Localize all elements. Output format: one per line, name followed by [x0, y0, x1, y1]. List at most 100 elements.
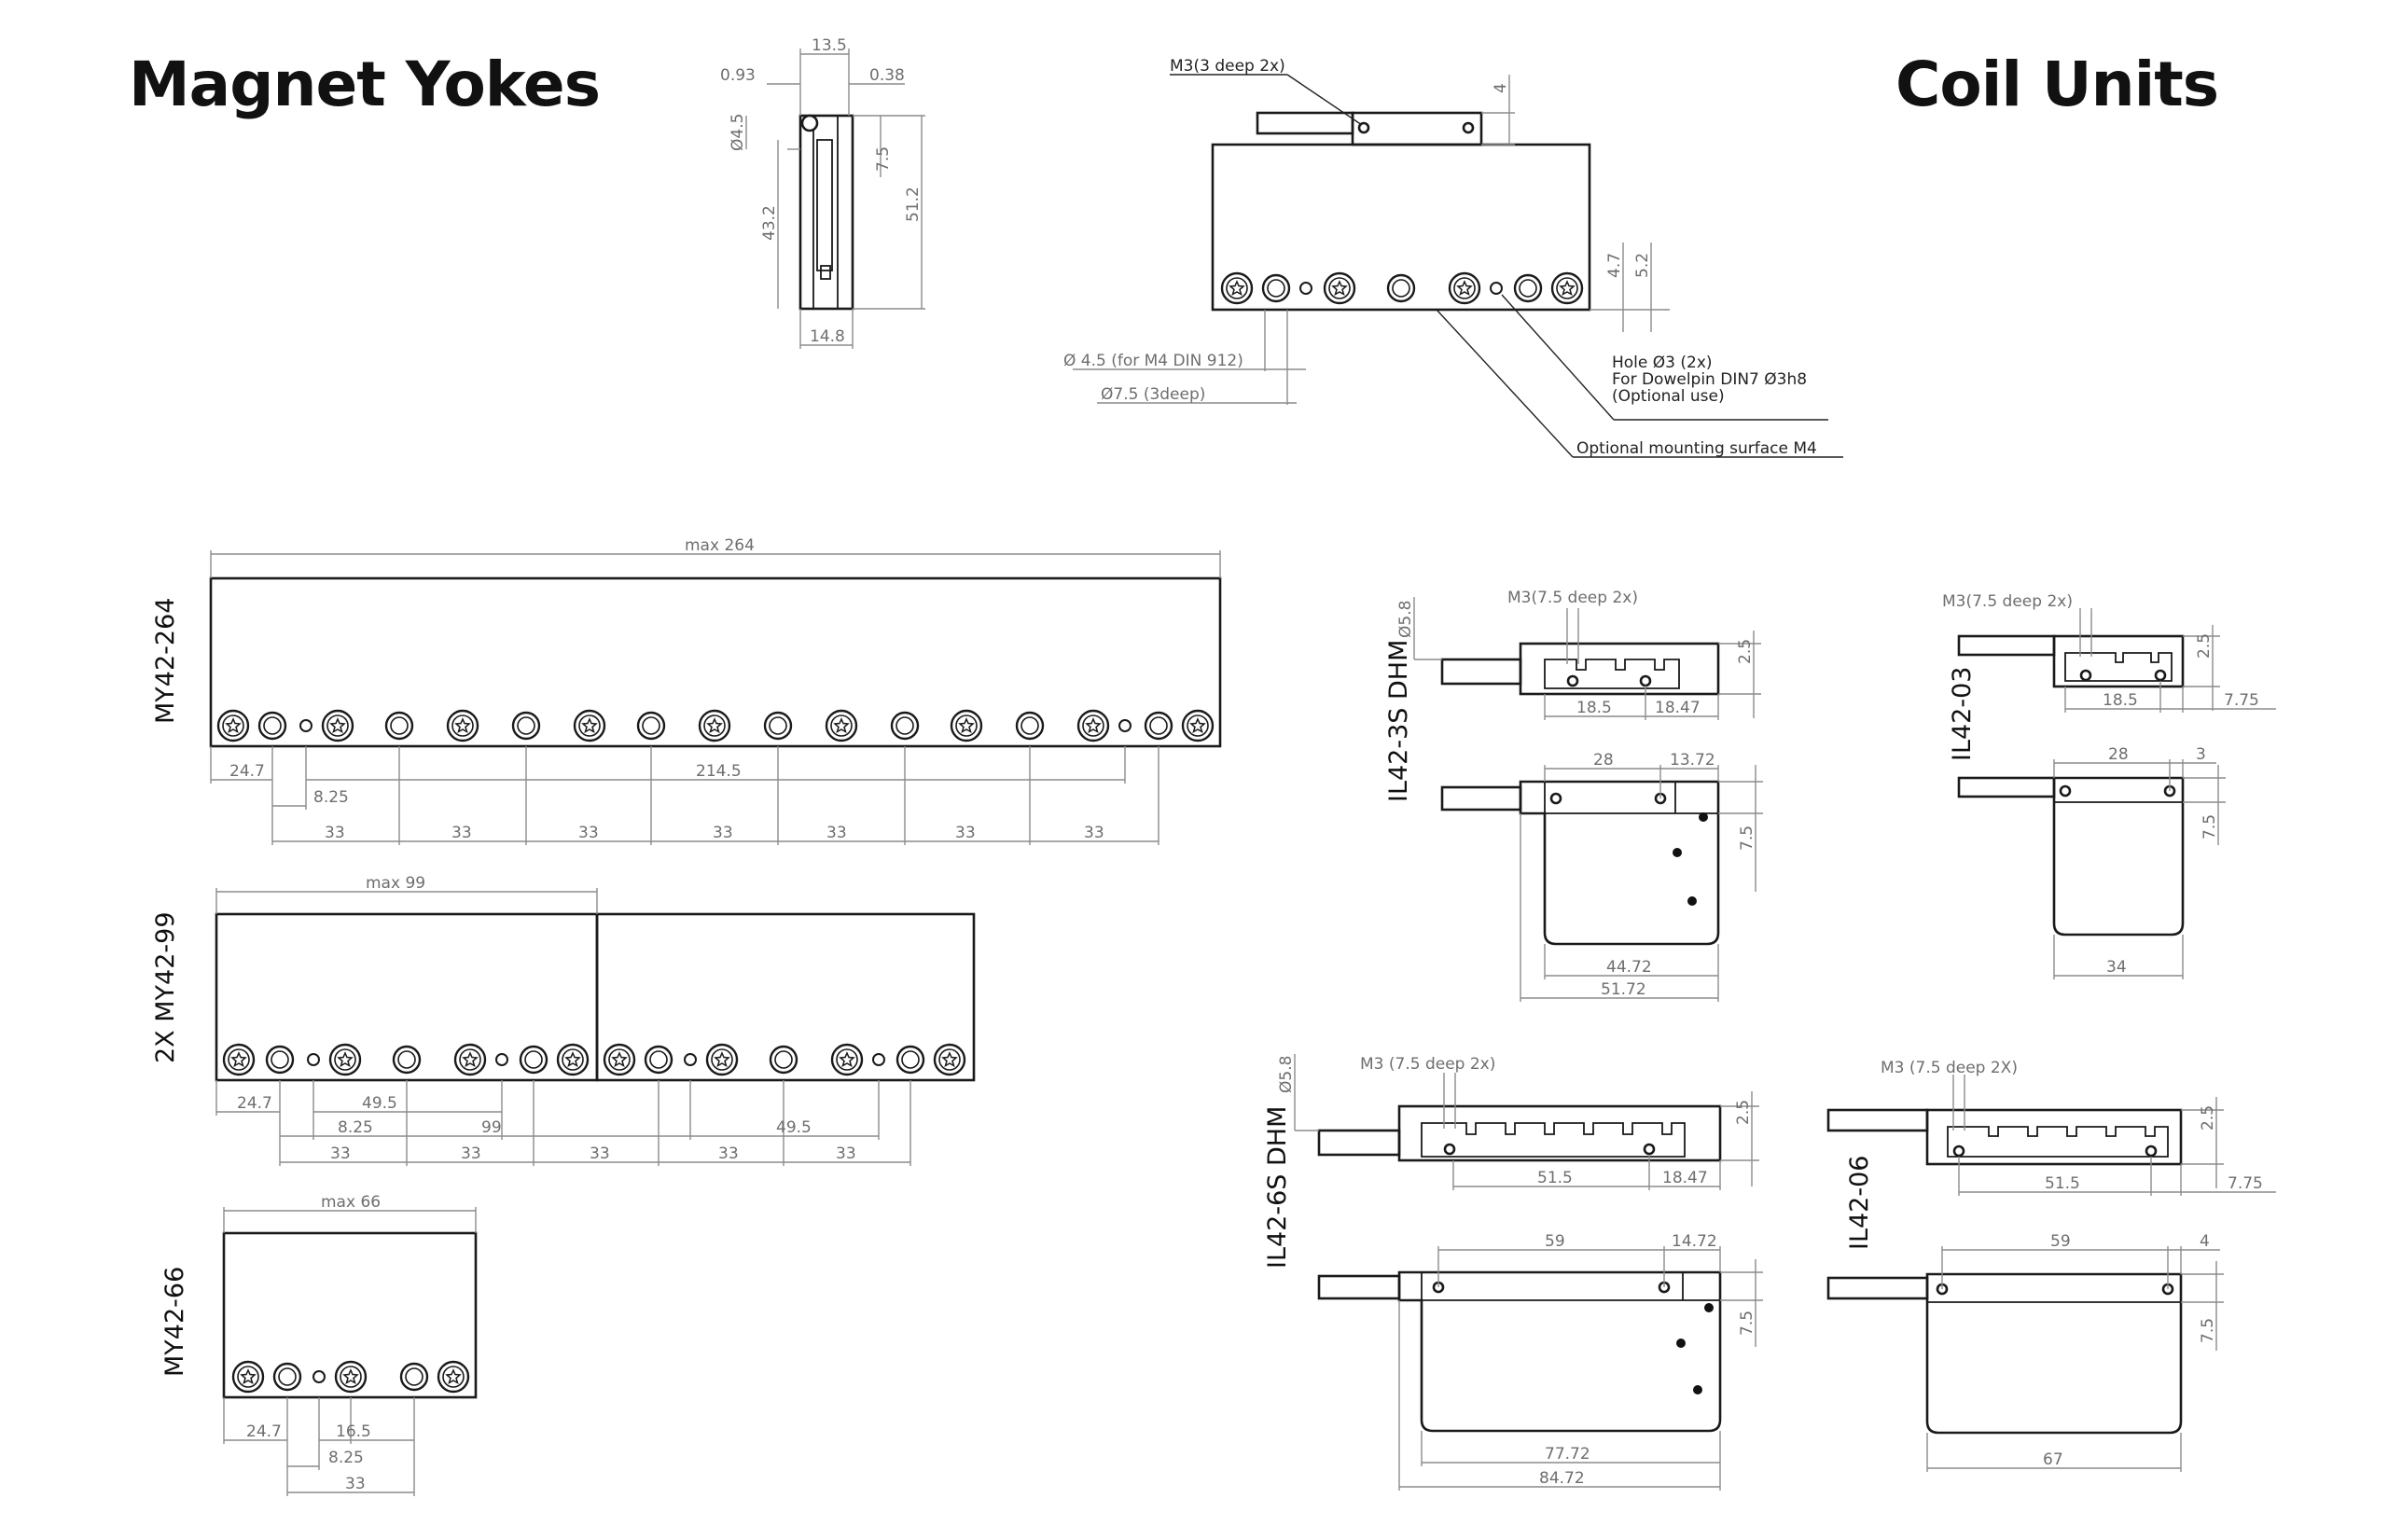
note-m3-7-5deep: M3 (7.5 deep 2X) — [1881, 1059, 2018, 1077]
dim-2-5: 2.5 — [2195, 633, 2214, 659]
dim-67: 67 — [2043, 1450, 2063, 1469]
dim-84-72: 84.72 — [1539, 1469, 1585, 1488]
dim-49-5: 49.5 — [776, 1118, 812, 1137]
dim-13-5: 13.5 — [812, 36, 847, 55]
dim-4: 4 — [2200, 1232, 2210, 1251]
dim-7-75: 7.75 — [2224, 691, 2259, 710]
note-hole-m4: Ø 4.5 (for M4 DIN 912) — [1063, 352, 1243, 370]
my42-264-yoke: MY42-264 max 264 — [151, 536, 1222, 845]
il42-06-coil: IL42-06 M3 (7.5 deep 2X) 2.5 51.5 7.75 5… — [1826, 1059, 2276, 1472]
dim-33: 33 — [330, 1145, 351, 1163]
label-il42-3s-dhm: IL42-3S DHM — [1384, 640, 1413, 802]
il42-6s-dhm-coil: IL42-6S DHM Ø5.8 M3 (7.5 deep 2x) 2.5 51… — [1263, 1054, 1763, 1491]
dim-33: 33 — [578, 824, 599, 842]
label-2x-my42-99: 2X MY42-99 — [151, 911, 180, 1063]
label-my42-66: MY42-66 — [160, 1267, 189, 1377]
dim-8-25: 8.25 — [328, 1449, 364, 1467]
dim-99: 99 — [481, 1118, 502, 1137]
yoke-front-detail: M3(3 deep 2x) 4 4.7 5.2 Ø 4.5 (for M4 DI… — [1063, 57, 1843, 458]
dim-51-5: 51.5 — [2045, 1174, 2080, 1193]
dim-33: 33 — [713, 824, 733, 842]
yoke-side-view: 13.5 0.93 0.38 Ø4.5 7.5 43.2 51.2 14.8 — [720, 36, 925, 349]
label-my42-264: MY42-264 — [151, 598, 180, 724]
coil-units-title: Coil Units — [1895, 49, 2219, 120]
dim-16-5: 16.5 — [336, 1422, 371, 1441]
dim-dia-4-5: Ø4.5 — [729, 114, 747, 151]
dim-33: 33 — [325, 824, 345, 842]
dim-24-7: 24.7 — [237, 1094, 272, 1113]
dim-51-5: 51.5 — [1537, 1169, 1573, 1187]
dim-13-72: 13.72 — [1670, 751, 1715, 770]
dim-49-5: 49.5 — [362, 1094, 397, 1113]
dim-51-2: 51.2 — [904, 187, 923, 222]
dim-33: 33 — [955, 824, 976, 842]
dim-59: 59 — [2050, 1232, 2071, 1251]
my42-66-yoke: MY42-66 max 66 24.7 16.5 8.25 33 — [160, 1193, 478, 1496]
dim-28: 28 — [2108, 745, 2129, 764]
note-m3-7-5deep: M3(7.5 deep 2x) — [1942, 592, 2073, 611]
dim-34: 34 — [2106, 958, 2127, 977]
dim-8-25: 8.25 — [338, 1118, 373, 1137]
note-m3-7-5deep: M3(7.5 deep 2x) — [1507, 589, 1638, 607]
dim-7-5: 7.5 — [1738, 1311, 1756, 1336]
dim-7-5: 7.5 — [1738, 825, 1756, 851]
note-m3-3deep: M3(3 deep 2x) — [1170, 57, 1285, 76]
note-mounting-surface: Optional mounting surface M4 — [1576, 439, 1817, 458]
dim-28: 28 — [1593, 751, 1614, 770]
dim-24-7: 24.7 — [246, 1422, 282, 1441]
dim-77-72: 77.72 — [1545, 1445, 1590, 1464]
dim-7-5: 7.5 — [874, 146, 893, 172]
dim-max-264: max 264 — [685, 536, 755, 555]
dim-214-5: 214.5 — [696, 762, 742, 781]
dim-dia-5-8: Ø5.8 — [1396, 601, 1415, 638]
dim-33: 33 — [451, 824, 472, 842]
dim-2-5: 2.5 — [1736, 639, 1755, 664]
il42-03-coil: IL42-03 M3(7.5 deep 2x) 2.5 18.5 7.75 28… — [1942, 592, 2276, 979]
dim-5-2: 5.2 — [1633, 253, 1652, 278]
dim-33: 33 — [461, 1145, 481, 1163]
dim-14-8: 14.8 — [810, 327, 845, 346]
dim-0-93: 0.93 — [720, 66, 756, 85]
dim-2-5: 2.5 — [1734, 1100, 1753, 1125]
dim-7-75: 7.75 — [2228, 1174, 2263, 1193]
dim-dia-5-8: Ø5.8 — [1277, 1056, 1296, 1093]
label-il42-03: IL42-03 — [1948, 667, 1977, 761]
dim-8-25: 8.25 — [313, 788, 349, 807]
note-dowel-hole: Hole Ø3 (2x) — [1612, 354, 1713, 372]
dim-33: 33 — [590, 1145, 610, 1163]
dim-51-72: 51.72 — [1601, 980, 1646, 999]
dim-33: 33 — [1084, 824, 1104, 842]
label-il42-6s-dhm: IL42-6S DHM — [1263, 1106, 1292, 1269]
dim-33: 33 — [836, 1145, 856, 1163]
dim-33: 33 — [826, 824, 847, 842]
dim-33: 33 — [718, 1145, 739, 1163]
dim-0-38: 0.38 — [869, 66, 905, 85]
dim-59: 59 — [1545, 1232, 1565, 1251]
dim-7-5: 7.5 — [2201, 814, 2219, 839]
dim-4-7: 4.7 — [1605, 253, 1624, 278]
dim-14-72: 14.72 — [1672, 1232, 1717, 1251]
dim-18-5: 18.5 — [2103, 691, 2138, 710]
label-il42-06: IL42-06 — [1845, 1156, 1874, 1250]
note-counterbore: Ø7.5 (3deep) — [1101, 385, 1205, 404]
dim-max-99: max 99 — [366, 874, 425, 893]
note-m3-7-5deep: M3 (7.5 deep 2x) — [1360, 1055, 1495, 1074]
dim-18-47: 18.47 — [1662, 1169, 1708, 1187]
dim-2-5: 2.5 — [2199, 1105, 2217, 1131]
il42-3s-dhm-coil: IL42-3S DHM Ø5.8 M3(7.5 deep 2x) 2.5 18.… — [1384, 589, 1763, 1002]
my42-99-yoke-pair: 2X MY42-99 max 99 — [151, 874, 976, 1166]
dim-3: 3 — [2196, 745, 2206, 764]
dim-max-66: max 66 — [321, 1193, 381, 1212]
dim-18-47: 18.47 — [1655, 699, 1701, 717]
dim-24-7: 24.7 — [229, 762, 265, 781]
dim-4: 4 — [1492, 83, 1510, 93]
note-optional-use: (Optional use) — [1612, 387, 1725, 406]
dim-44-72: 44.72 — [1606, 958, 1652, 977]
dim-18-5: 18.5 — [1576, 699, 1612, 717]
dim-7-5: 7.5 — [2199, 1318, 2217, 1343]
magnet-yokes-title: Magnet Yokes — [129, 49, 601, 120]
note-dowel-pin: For Dowelpin DIN7 Ø3h8 — [1612, 370, 1807, 389]
dim-33: 33 — [345, 1475, 366, 1493]
